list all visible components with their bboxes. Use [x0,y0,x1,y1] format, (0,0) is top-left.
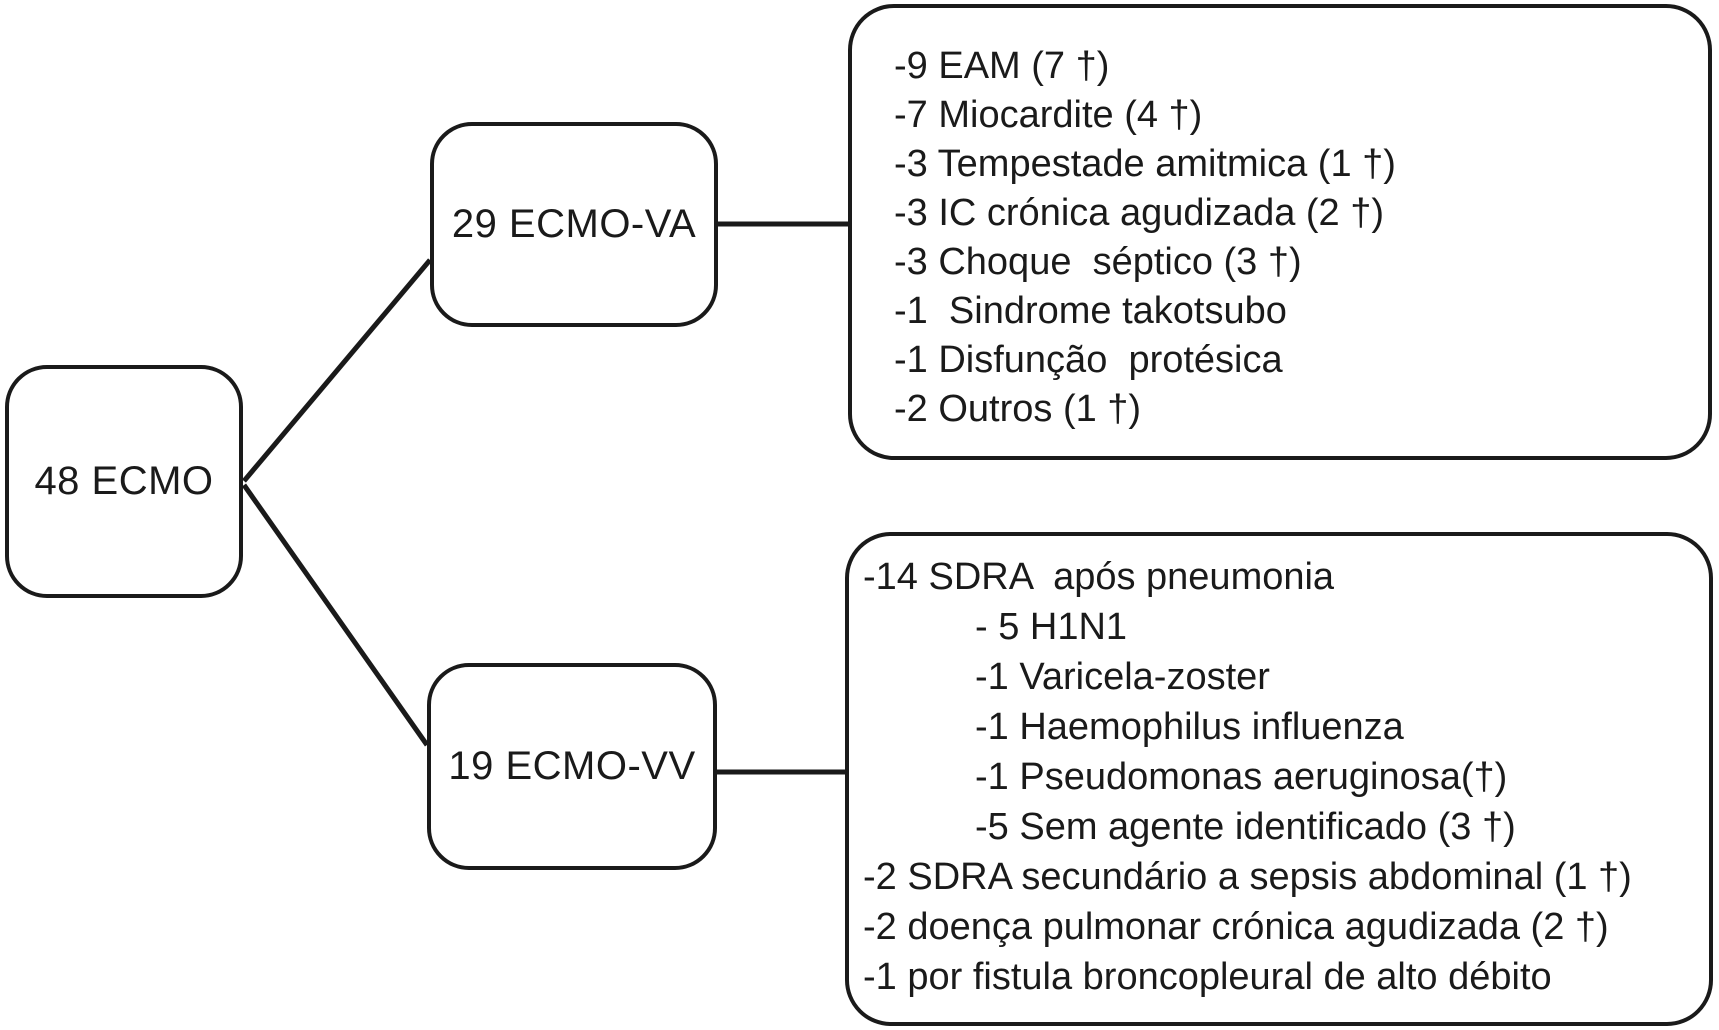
node-ecmo-va-label: 29 ECMO-VA [451,202,697,246]
connector-root-to-va [242,258,432,483]
box-ecmo-va-causes: -9 EAM (7 †) -7 Miocardite (4 †) -3 Tempes… [848,4,1712,460]
cause-item: -2 Outros (1 †) [894,388,1142,430]
node-ecmo-va: 29 ECMO-VA [430,122,718,327]
node-ecmo-vv-label: 19 ECMO-VV [448,744,696,788]
cause-item: -1 Sindrome takotsubo [894,290,1287,332]
cause-item: - 5 H1N1 [975,606,1128,648]
node-48-ecmo: 48 ECMO [5,365,243,598]
cause-item: -7 Miocardite (4 †) [894,94,1203,136]
cause-item: -5 Sem agente identificado (3 †) [975,806,1516,848]
cause-item: -1 por fistula broncopleural de alto déb… [863,956,1552,998]
cause-item: -2 SDRA secundário a sepsis abdominal (1… [863,856,1632,898]
connector-root-to-vv [241,483,430,747]
cause-item: -14 SDRA após pneumonia [863,556,1335,598]
cause-item: -3 Tempestade amitmica (1 †) [894,143,1396,185]
box-ecmo-vv-causes: -14 SDRA após pneumonia - 5 H1N1 -1 Varice… [845,532,1713,1026]
cause-item: -3 Choque séptico (3 †) [894,241,1302,283]
cause-item: -1 Disfunção protésica [894,339,1283,381]
node-ecmo-vv: 19 ECMO-VV [427,663,717,870]
cause-item: -2 doença pulmonar crónica agudizada (2 … [863,906,1609,948]
cause-item: -1 Haemophilus influenza [975,706,1404,748]
node-48-ecmo-label: 48 ECMO [34,459,214,503]
cause-item: -1 Varicela-zoster [975,656,1270,698]
cause-item: -3 IC crónica agudizada (2 †) [894,192,1385,234]
cause-item: -1 Pseudomonas aeruginosa(†) [975,756,1508,798]
cause-item: -9 EAM (7 †) [894,45,1110,87]
